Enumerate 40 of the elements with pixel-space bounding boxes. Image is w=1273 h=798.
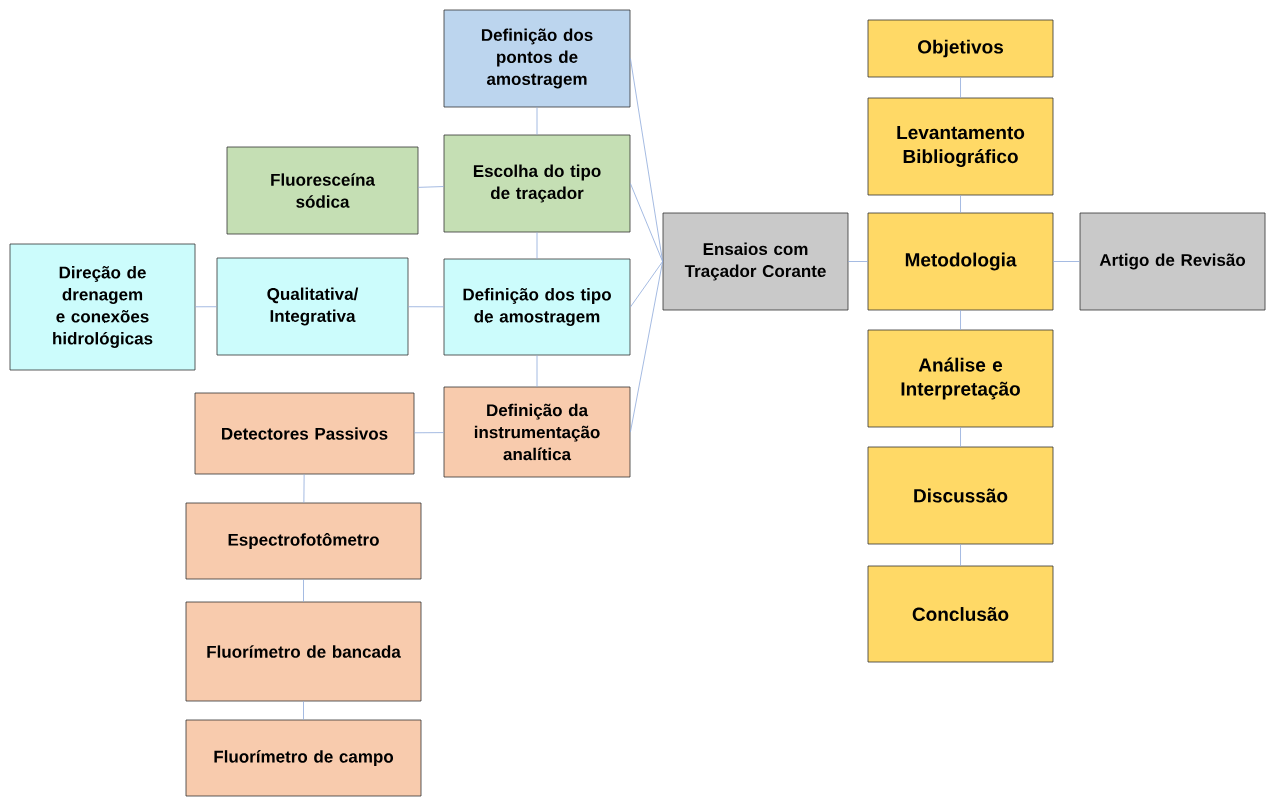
connector-line [536, 107, 538, 135]
connector-line [1053, 261, 1080, 262]
stage-box: Levantamento Bibliográfico [867, 97, 1054, 196]
process-box: Escolha do tipo de traçador [443, 134, 631, 233]
connector-line [303, 579, 304, 602]
connector-line [408, 306, 444, 308]
stage-box: Análise e Interpretação [867, 329, 1054, 428]
connector-line [960, 544, 961, 566]
connector-line [536, 355, 538, 387]
connector-line [960, 77, 961, 98]
process-box: Artigo de Revisão [1079, 212, 1266, 311]
connector-line [630, 261, 663, 433]
process-box: Ensaios com Traçador Corante [662, 212, 849, 311]
connector-line [418, 186, 444, 188]
connector-line [303, 474, 305, 503]
connector-line [414, 432, 444, 434]
connector-line [960, 427, 961, 447]
process-box: Fluoresceína sódica [226, 146, 419, 235]
process-box: Definição dos tipo de amostragem [443, 258, 631, 356]
stage-box: Discussão [867, 446, 1054, 545]
process-box: Definição da instrumentação analítica [443, 386, 631, 478]
connector-line [848, 261, 868, 262]
process-box: Fluorímetro de bancada [185, 601, 422, 702]
stage-box: Objetivos [867, 19, 1054, 78]
connector-line [960, 310, 961, 330]
connector-line [630, 183, 663, 262]
stage-box: Conclusão [867, 565, 1054, 663]
connector-line [960, 195, 961, 213]
process-box: Direção de drenagem e conexões hidrológicas [9, 243, 196, 371]
process-box: Espectrofotômetro [185, 502, 422, 580]
connector-line [630, 261, 663, 308]
connector-line [195, 306, 217, 308]
connector-line [536, 232, 538, 259]
process-box: Detectores Passivos [194, 392, 415, 475]
connector-line [630, 58, 663, 262]
connector-line [303, 701, 304, 720]
process-box: Fluorímetro de campo [185, 719, 422, 797]
process-box: Definição dos pontos de amostragem [443, 9, 631, 108]
process-box: Qualitativa/ Integrativa [216, 257, 409, 356]
stage-box: Metodologia [867, 212, 1054, 311]
